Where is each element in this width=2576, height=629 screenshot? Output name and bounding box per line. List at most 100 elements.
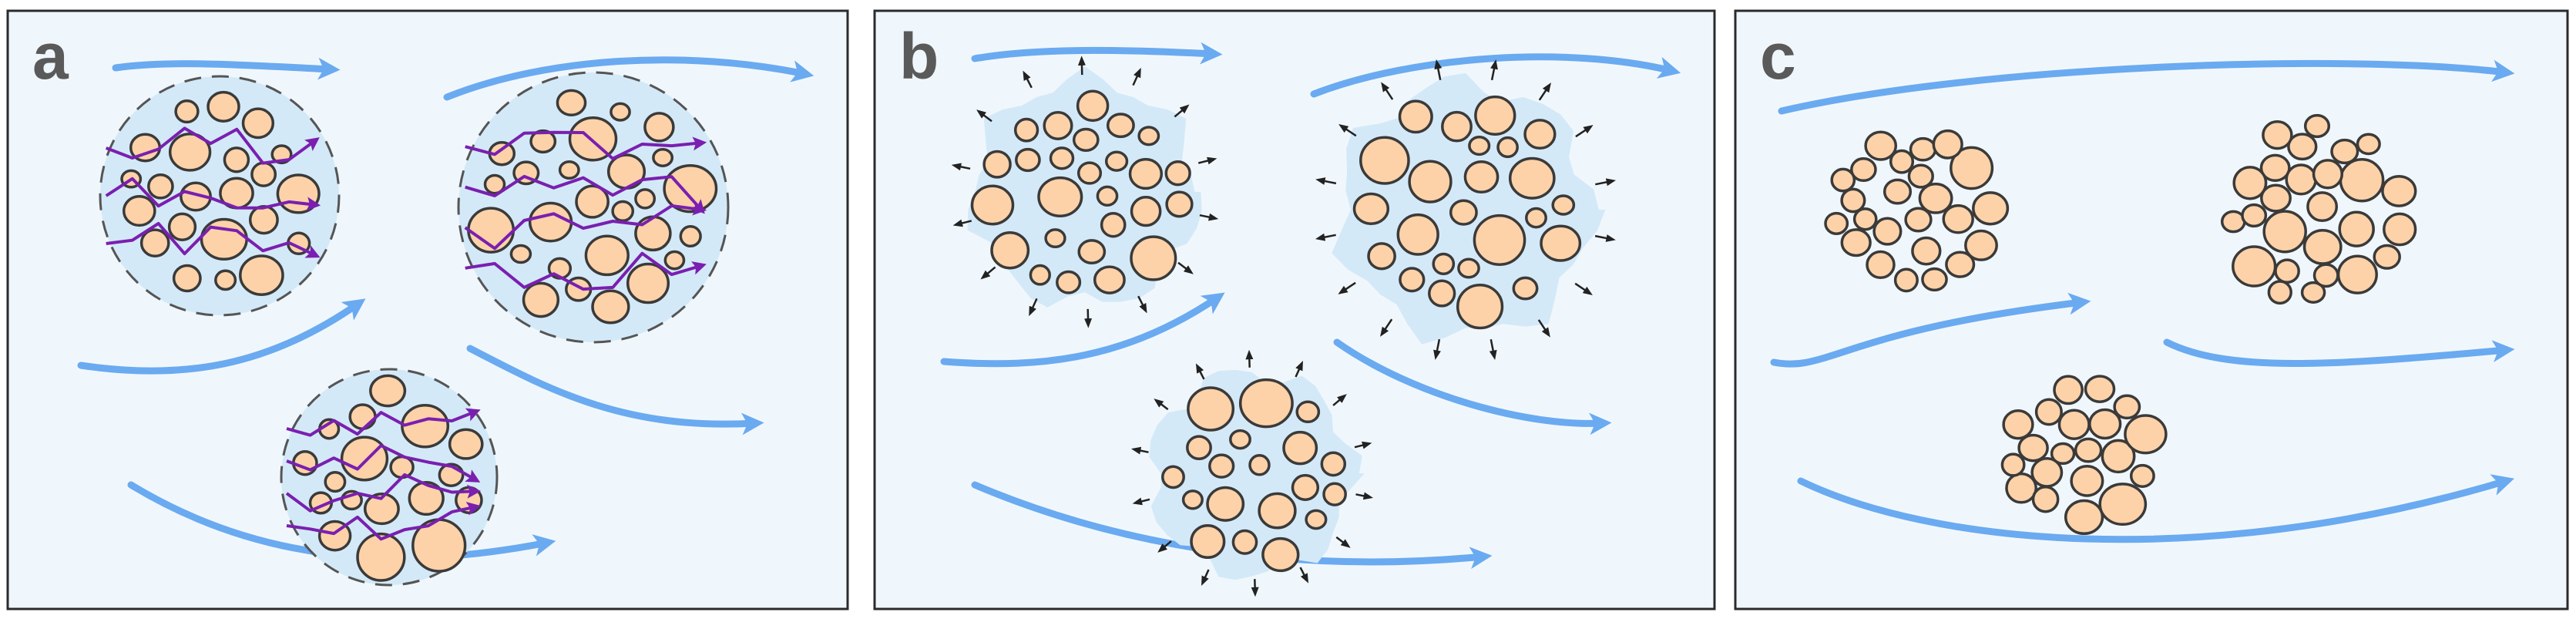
particle <box>2356 133 2381 156</box>
particle <box>1186 435 1212 461</box>
flow-arrow <box>1778 59 2515 115</box>
particle <box>1840 228 1872 257</box>
flow-arrow <box>77 298 366 375</box>
particle <box>276 173 321 214</box>
particle <box>2338 210 2375 247</box>
particle <box>1468 136 1491 156</box>
particle <box>1428 279 1456 308</box>
outward-arrow <box>1594 234 1616 242</box>
outward-arrow <box>1023 70 1033 89</box>
particle <box>606 153 647 190</box>
particle <box>2267 280 2292 305</box>
particle <box>2064 499 2104 536</box>
outward-arrow <box>1315 177 1337 185</box>
particle <box>2088 408 2122 440</box>
particle <box>1238 378 1294 429</box>
halo-boundary <box>99 75 341 317</box>
particle <box>401 403 450 449</box>
particle <box>1463 160 1500 194</box>
outward-arrow <box>1338 124 1357 137</box>
outward-arrow <box>1489 339 1497 361</box>
particle <box>2070 465 2104 497</box>
particle <box>2285 163 2317 196</box>
particle <box>1164 160 1191 187</box>
particle <box>2312 263 2339 288</box>
panel-a: a <box>6 9 849 610</box>
particle <box>509 244 532 264</box>
particle <box>2098 483 2148 526</box>
particle <box>2101 439 2136 474</box>
outward-arrow <box>1574 282 1593 295</box>
cluster-top-left <box>951 56 1219 328</box>
particle <box>1964 229 1998 261</box>
particle <box>1076 89 1110 123</box>
particle <box>1291 473 1320 501</box>
particle <box>1921 267 1948 292</box>
outward-arrow <box>1355 492 1374 500</box>
particle <box>2053 375 2084 405</box>
particle <box>1056 270 1082 294</box>
particle <box>1408 160 1453 204</box>
outward-arrow <box>1575 125 1594 138</box>
cluster-top-left <box>99 75 341 317</box>
particle <box>2259 153 2291 182</box>
particle <box>1474 95 1516 136</box>
flow-arrow <box>1333 338 1612 436</box>
particle <box>1909 136 1937 162</box>
particle <box>172 264 202 293</box>
cluster-bottom-center <box>280 368 499 587</box>
transport-path <box>106 221 321 258</box>
flow-arrow <box>940 292 1225 368</box>
particle <box>1398 99 1433 134</box>
particle <box>1864 130 1898 161</box>
outward-arrow <box>1157 540 1172 553</box>
particle <box>1161 465 1185 489</box>
outward-arrow <box>1490 59 1498 81</box>
outward-arrow <box>951 163 971 171</box>
cluster-top-right <box>1315 59 1617 361</box>
particle <box>324 471 347 493</box>
particle <box>1130 235 1177 281</box>
particle <box>168 132 212 172</box>
transport-path <box>286 502 482 541</box>
particle <box>1457 257 1480 279</box>
flow-arrow <box>443 56 814 101</box>
particle <box>1882 178 1913 205</box>
particle <box>214 269 237 291</box>
transport-path <box>465 130 707 160</box>
outward-arrow <box>1154 399 1169 411</box>
outward-arrow <box>976 109 992 123</box>
particle <box>2373 244 2401 270</box>
particle <box>1512 276 1539 301</box>
outward-arrow <box>1381 82 1394 100</box>
particle <box>1093 265 1126 294</box>
particle <box>1231 529 1258 555</box>
outward-arrow <box>1335 536 1351 548</box>
flow-arrow <box>971 42 1223 65</box>
particle <box>248 205 279 235</box>
panel-c: c <box>1734 9 2569 610</box>
outward-arrow <box>1130 446 1149 455</box>
outward-arrow <box>1251 579 1259 597</box>
particle <box>1305 509 1328 530</box>
particle <box>250 161 277 187</box>
outward-arrow <box>1177 261 1194 274</box>
cluster-top-right <box>457 71 730 344</box>
particle <box>1261 536 1300 573</box>
particle <box>1950 146 1994 190</box>
outward-arrow <box>1077 56 1086 76</box>
particle <box>2034 398 2063 426</box>
particle <box>2057 409 2091 440</box>
particle <box>1049 146 1075 170</box>
particle <box>1190 523 1226 560</box>
particle <box>1432 252 1456 276</box>
transport-path <box>465 251 707 291</box>
particle <box>1359 136 1410 185</box>
cluster-bottom-center <box>2000 375 2168 536</box>
panel-a-label: a <box>32 20 69 92</box>
cluster-bottom-center <box>1130 349 1374 597</box>
particle <box>2383 212 2417 247</box>
particle <box>340 436 389 482</box>
particle <box>610 102 631 122</box>
